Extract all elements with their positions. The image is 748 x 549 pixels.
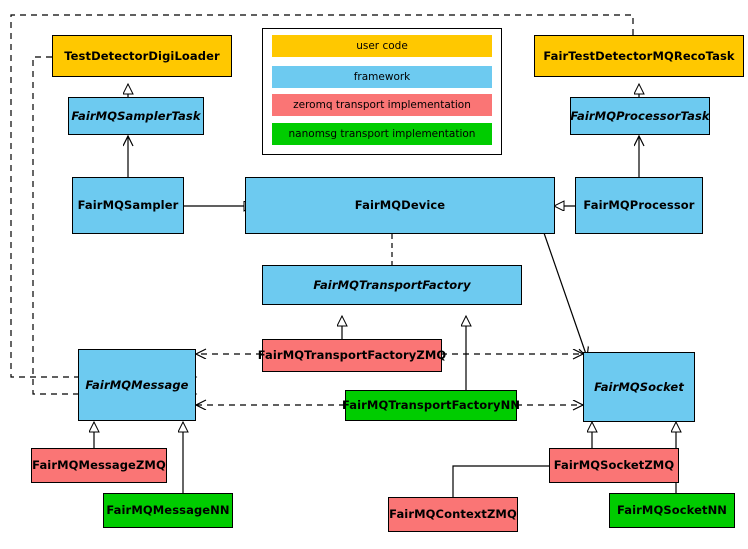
node-fair-mq-context-zmq[interactable]: FairMQContextZMQ [388, 497, 518, 532]
node-fair-mq-socket[interactable]: FairMQSocket [583, 352, 695, 422]
legend-label: zeromq transport implementation [293, 99, 471, 111]
legend-item-zeromq: zeromq transport implementation [272, 94, 492, 116]
legend-item-user-code: user code [272, 35, 492, 57]
node-fair-mq-device[interactable]: FairMQDevice [245, 177, 555, 234]
node-label: FairMQTransportFactoryNN [341, 398, 521, 413]
node-label: FairMQTransportFactory [313, 277, 471, 292]
node-fair-mq-message[interactable]: FairMQMessage [78, 349, 196, 421]
node-test-detector-digi-loader[interactable]: TestDetectorDigiLoader [52, 35, 232, 77]
legend-label: framework [353, 71, 411, 83]
node-label: FairMQSocket [594, 379, 684, 394]
node-fair-mq-transport-factory-nn[interactable]: FairMQTransportFactoryNN [341, 390, 521, 421]
node-label: FairMQSocketZMQ [553, 458, 675, 473]
node-label: TestDetectorDigiLoader [64, 48, 220, 63]
edge-device-to-socket [543, 232, 587, 357]
node-label: FairTestDetectorMQRecoTask [543, 48, 735, 63]
node-label: FairMQMessageNN [106, 503, 230, 518]
node-fair-test-detector-mq-reco-task[interactable]: FairTestDetectorMQRecoTask [534, 35, 744, 77]
edge-recotask-to-message [10, 14, 634, 377]
legend-label: nanomsg transport implementation [288, 128, 476, 140]
node-fair-mq-transport-factory[interactable]: FairMQTransportFactory [262, 265, 522, 305]
node-label: FairMQSocketNN [616, 503, 728, 518]
node-label: FairMQSamplerTask [71, 108, 201, 123]
legend-label: user code [356, 40, 408, 52]
node-fair-mq-transport-factory-zmq[interactable]: FairMQTransportFactoryZMQ [258, 339, 446, 372]
node-fair-mq-message-zmq[interactable]: FairMQMessageZMQ [31, 448, 167, 483]
node-label: FairMQMessage [85, 377, 189, 392]
edge-digiloader-to-message [32, 56, 196, 394]
node-label: FairMQDevice [354, 198, 446, 213]
node-fair-mq-message-nn[interactable]: FairMQMessageNN [103, 493, 233, 528]
node-fair-mq-socket-nn[interactable]: FairMQSocketNN [609, 493, 735, 528]
node-fair-mq-sampler[interactable]: FairMQSampler [72, 177, 184, 234]
node-fair-mq-processor[interactable]: FairMQProcessor [575, 177, 703, 234]
node-label: FairMQMessageZMQ [32, 458, 166, 473]
node-label: FairMQProcessor [583, 198, 695, 213]
node-fair-mq-socket-zmq[interactable]: FairMQSocketZMQ [549, 448, 679, 483]
node-label: FairMQProcessorTask [570, 108, 710, 123]
node-label: FairMQSampler [77, 198, 179, 213]
node-fair-mq-sampler-task[interactable]: FairMQSamplerTask [68, 97, 204, 135]
legend-item-framework: framework [272, 66, 492, 88]
node-label: FairMQTransportFactoryZMQ [257, 348, 447, 363]
node-fair-mq-processor-task[interactable]: FairMQProcessorTask [570, 97, 710, 135]
legend-item-nanomsg: nanomsg transport implementation [272, 123, 492, 145]
edge-contextzmq-to-socketzmq [452, 460, 565, 498]
node-label: FairMQContextZMQ [389, 507, 517, 522]
